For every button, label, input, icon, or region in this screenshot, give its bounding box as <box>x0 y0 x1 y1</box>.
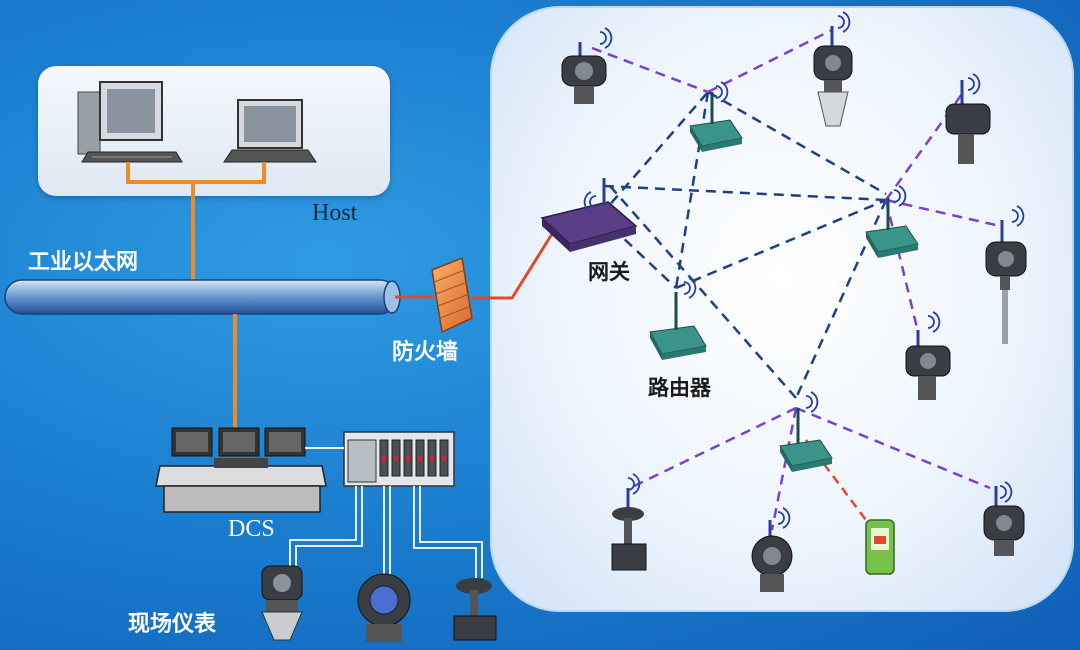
router-icon <box>779 408 833 472</box>
handheld-device-icon <box>865 519 895 575</box>
wireless-signal-icons <box>583 11 1025 529</box>
laptop-computer-icon <box>223 99 317 163</box>
wireless-temperature-sensor-icon <box>985 220 1027 344</box>
wired-flowmeter-icon <box>261 565 303 641</box>
router-icon <box>865 198 919 258</box>
dcs-operator-console-icon <box>155 427 327 513</box>
wireless-pressure-transmitter-icon <box>751 520 793 592</box>
host-label: Host <box>312 200 358 226</box>
host-wiring <box>126 162 266 280</box>
wireless-transmitter-icon <box>905 330 951 400</box>
dcs-controller-rack-icon <box>343 431 455 487</box>
field-wiring <box>289 486 483 580</box>
wireless-pressure-transmitter-icon <box>561 42 607 104</box>
router-label: 路由器 <box>648 376 711 400</box>
field-instruments-label: 现场仪表 <box>128 612 217 637</box>
wireless-control-valve-icon <box>611 488 647 571</box>
router-icon <box>689 92 743 152</box>
wireless-transmitter-icon <box>983 486 1025 556</box>
router-icon <box>649 292 707 360</box>
wired-control-valve-icon <box>453 578 497 641</box>
gateway-label: 网关 <box>588 260 630 284</box>
wireless-radar-level-icon <box>813 26 853 127</box>
firewall-icon <box>431 256 473 334</box>
firewall-to-gateway-link <box>472 233 554 300</box>
firewall-label: 防火墙 <box>392 340 459 365</box>
industrial-ethernet-label: 工业以太网 <box>28 250 139 275</box>
wired-transmitter-icon <box>357 573 411 642</box>
wireless-transmitter-icon <box>945 80 991 164</box>
industrial-ethernet-bus <box>4 279 401 315</box>
desktop-computer-icon <box>77 81 183 163</box>
dcs-label: DCS <box>228 516 275 542</box>
mesh-links <box>599 90 888 399</box>
gateway-icon <box>540 178 638 252</box>
